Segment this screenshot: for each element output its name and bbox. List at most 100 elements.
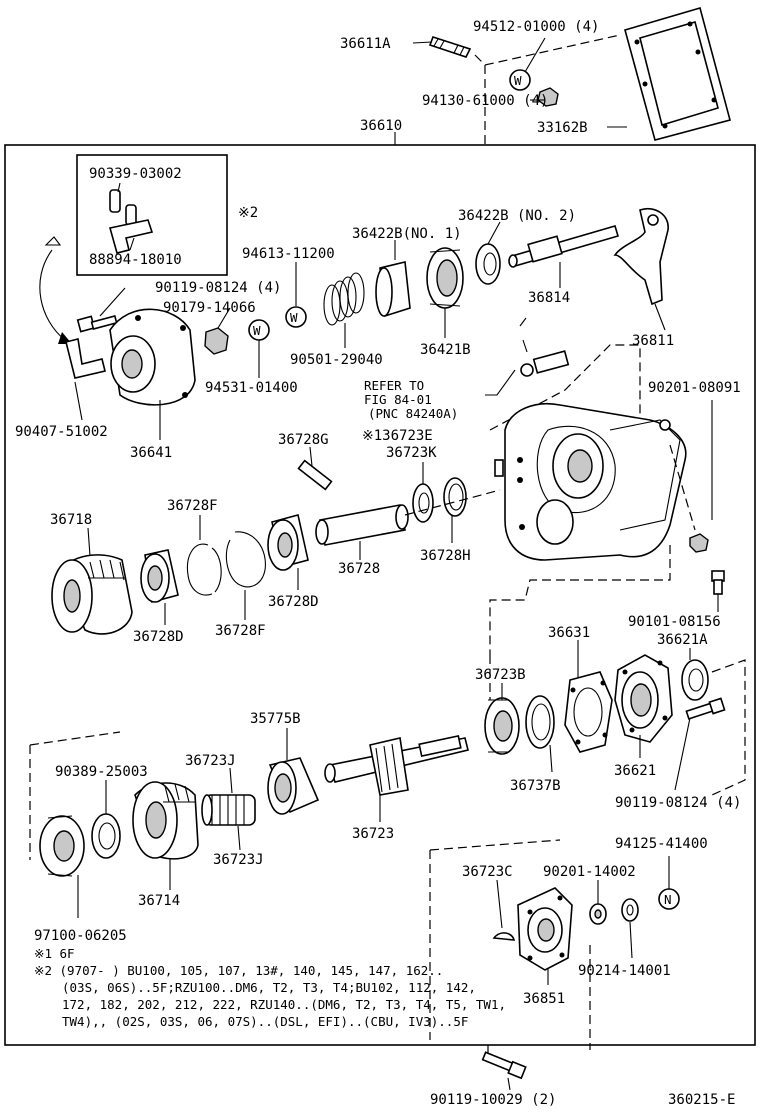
label-36814: 36814 [528,290,570,306]
note-line-1: ※1 6F [34,946,75,961]
label-36728: 36728 [338,561,380,577]
label-36723k: 36723K [386,445,437,461]
pin-36728g [297,459,333,491]
breather-elbow-90407 [65,338,106,379]
bearing-retainer-36621 [614,654,673,743]
label-36422b-no2: 36422B (NO. 2) [458,208,576,224]
washer-w-symbol-top [509,69,531,91]
label-refer-1: REFER TO [364,378,424,393]
output-gear-36714 [132,781,199,860]
label-90339: 90339-03002 [89,166,182,182]
nut-90179-14066 [204,327,229,355]
label-94531: 94531-01400 [205,380,298,396]
label-36723b: 36723B [475,667,526,683]
label-33162b: 33162B [537,120,588,136]
switch-sensor [519,317,570,377]
label-90101: 90101-08156 [628,614,721,630]
bolt-90101-08156 [711,570,725,595]
label-36621a: 36621A [657,632,708,648]
thrust-washer-36723k [412,483,434,523]
rear-cover-36641 [109,308,196,406]
label-36421b: 36421B [420,342,471,358]
washer-90389-25003 [91,813,121,859]
label-36811: 36811 [632,333,674,349]
ball-bearing-97100-06205 [39,815,85,877]
note-line-5: TW4),, (02S, 03S, 06, 07S)..(DSL, EFI)..… [62,1014,468,1029]
breather-plug-90339 [109,189,137,226]
label-90389: 90389-25003 [55,764,148,780]
speedometer-cover-36851 [517,887,573,971]
label-94613: 94613-11200 [242,246,335,262]
bearing-36723b [484,697,520,755]
bolt-90119-08124-lower [685,697,726,720]
label-refer-3: (PNC 84240A) [368,406,458,421]
label-36631: 36631 [548,625,590,641]
label-90201-14002: 90201-14002 [543,864,636,880]
snap-ring-36728f-top [186,543,222,596]
label-35775b: 35775B [250,711,301,727]
inset-box [76,154,228,276]
svg-text:W: W [290,310,298,325]
label-36728h: 36728H [420,548,471,564]
label-36728g: 36728G [278,432,329,448]
needle-bearing-36728d-right [267,514,309,571]
elbow-breather-88894 [108,219,154,254]
shift-shaft-36814 [508,225,619,268]
label-90501: 90501-29040 [290,352,383,368]
label-36728d-right: 36728D [268,594,319,610]
label-90119-10029: 90119-10029 (2) [430,1092,556,1108]
label-36737b: 36737B [510,778,561,794]
svg-text:N: N [664,892,672,907]
label-36723: 36723 [352,826,394,842]
cover-plate-33162b [624,7,731,141]
idler-shaft-36728 [315,504,409,546]
label-36723c: 36723C [462,864,513,880]
snap-ring-36728f-bottom [225,531,266,588]
label-90214: 90214-14001 [578,963,671,979]
label-90119-lower: 90119-08124 (4) [615,795,741,811]
label-90119-upper: 90119-08124 (4) [155,280,281,296]
note-line-4: 172, 182, 202, 212, 222, RZU140..(DM6, T… [62,997,506,1012]
spring-90501-29040 [323,272,365,326]
label-36851: 36851 [523,991,565,1007]
label-36723j-top: 36723J [185,753,236,769]
label-36641: 36641 [130,445,172,461]
bearing-36421b [426,247,464,309]
needle-bearing-36728d-left [140,549,179,604]
label-36728f-bottom: 36728F [215,623,266,639]
label-94130: 94130-61000 (4) [422,93,548,109]
nut-90201-08091 [689,533,709,553]
label-36728d-left: 36728D [133,629,184,645]
oil-seal-36621a [681,659,709,701]
gasket-36631 [564,671,613,753]
needle-bearing-36723j [201,794,256,826]
washer-w-symbol-94613 [285,306,307,328]
label-90407: 90407-51002 [15,424,108,440]
label-mark2: ※2 [238,205,258,221]
shift-fork-36811 [613,208,669,306]
svg-text:W: W [253,323,261,338]
note-line-3: (03S, 06S)..5F;RZU100..DM6, T2, T3, T4;B… [62,980,476,995]
washer-90214-14001 [621,898,639,922]
bolt-90119-08124-upper [76,315,118,333]
figure-id: 360215-E [668,1092,735,1108]
label-94125: 94125-41400 [615,836,708,852]
bearing-race-35775b [267,757,320,815]
label-90179: 90179-14066 [163,300,256,316]
reverse-idler-gear-36718 [51,554,133,635]
bearing-race-36422b-no2 [475,243,501,285]
label-36611a: 36611A [340,36,391,52]
label-36714: 36714 [138,893,180,909]
label-97100: 97100-06205 [34,928,127,944]
stud-bolt-36611a [428,36,472,58]
washer-36728h [443,477,467,517]
woodruff-key-36723c [492,932,516,941]
transfer-housing-36610 [494,403,687,561]
spacer-36737b [525,695,555,749]
label-88894: 88894-18010 [89,252,182,268]
label-36621: 36621 [614,763,656,779]
label-94512: 94512-01000 (4) [473,19,599,35]
label-36610: 36610 [360,118,402,134]
bolt-90119-10029 [481,1051,527,1080]
